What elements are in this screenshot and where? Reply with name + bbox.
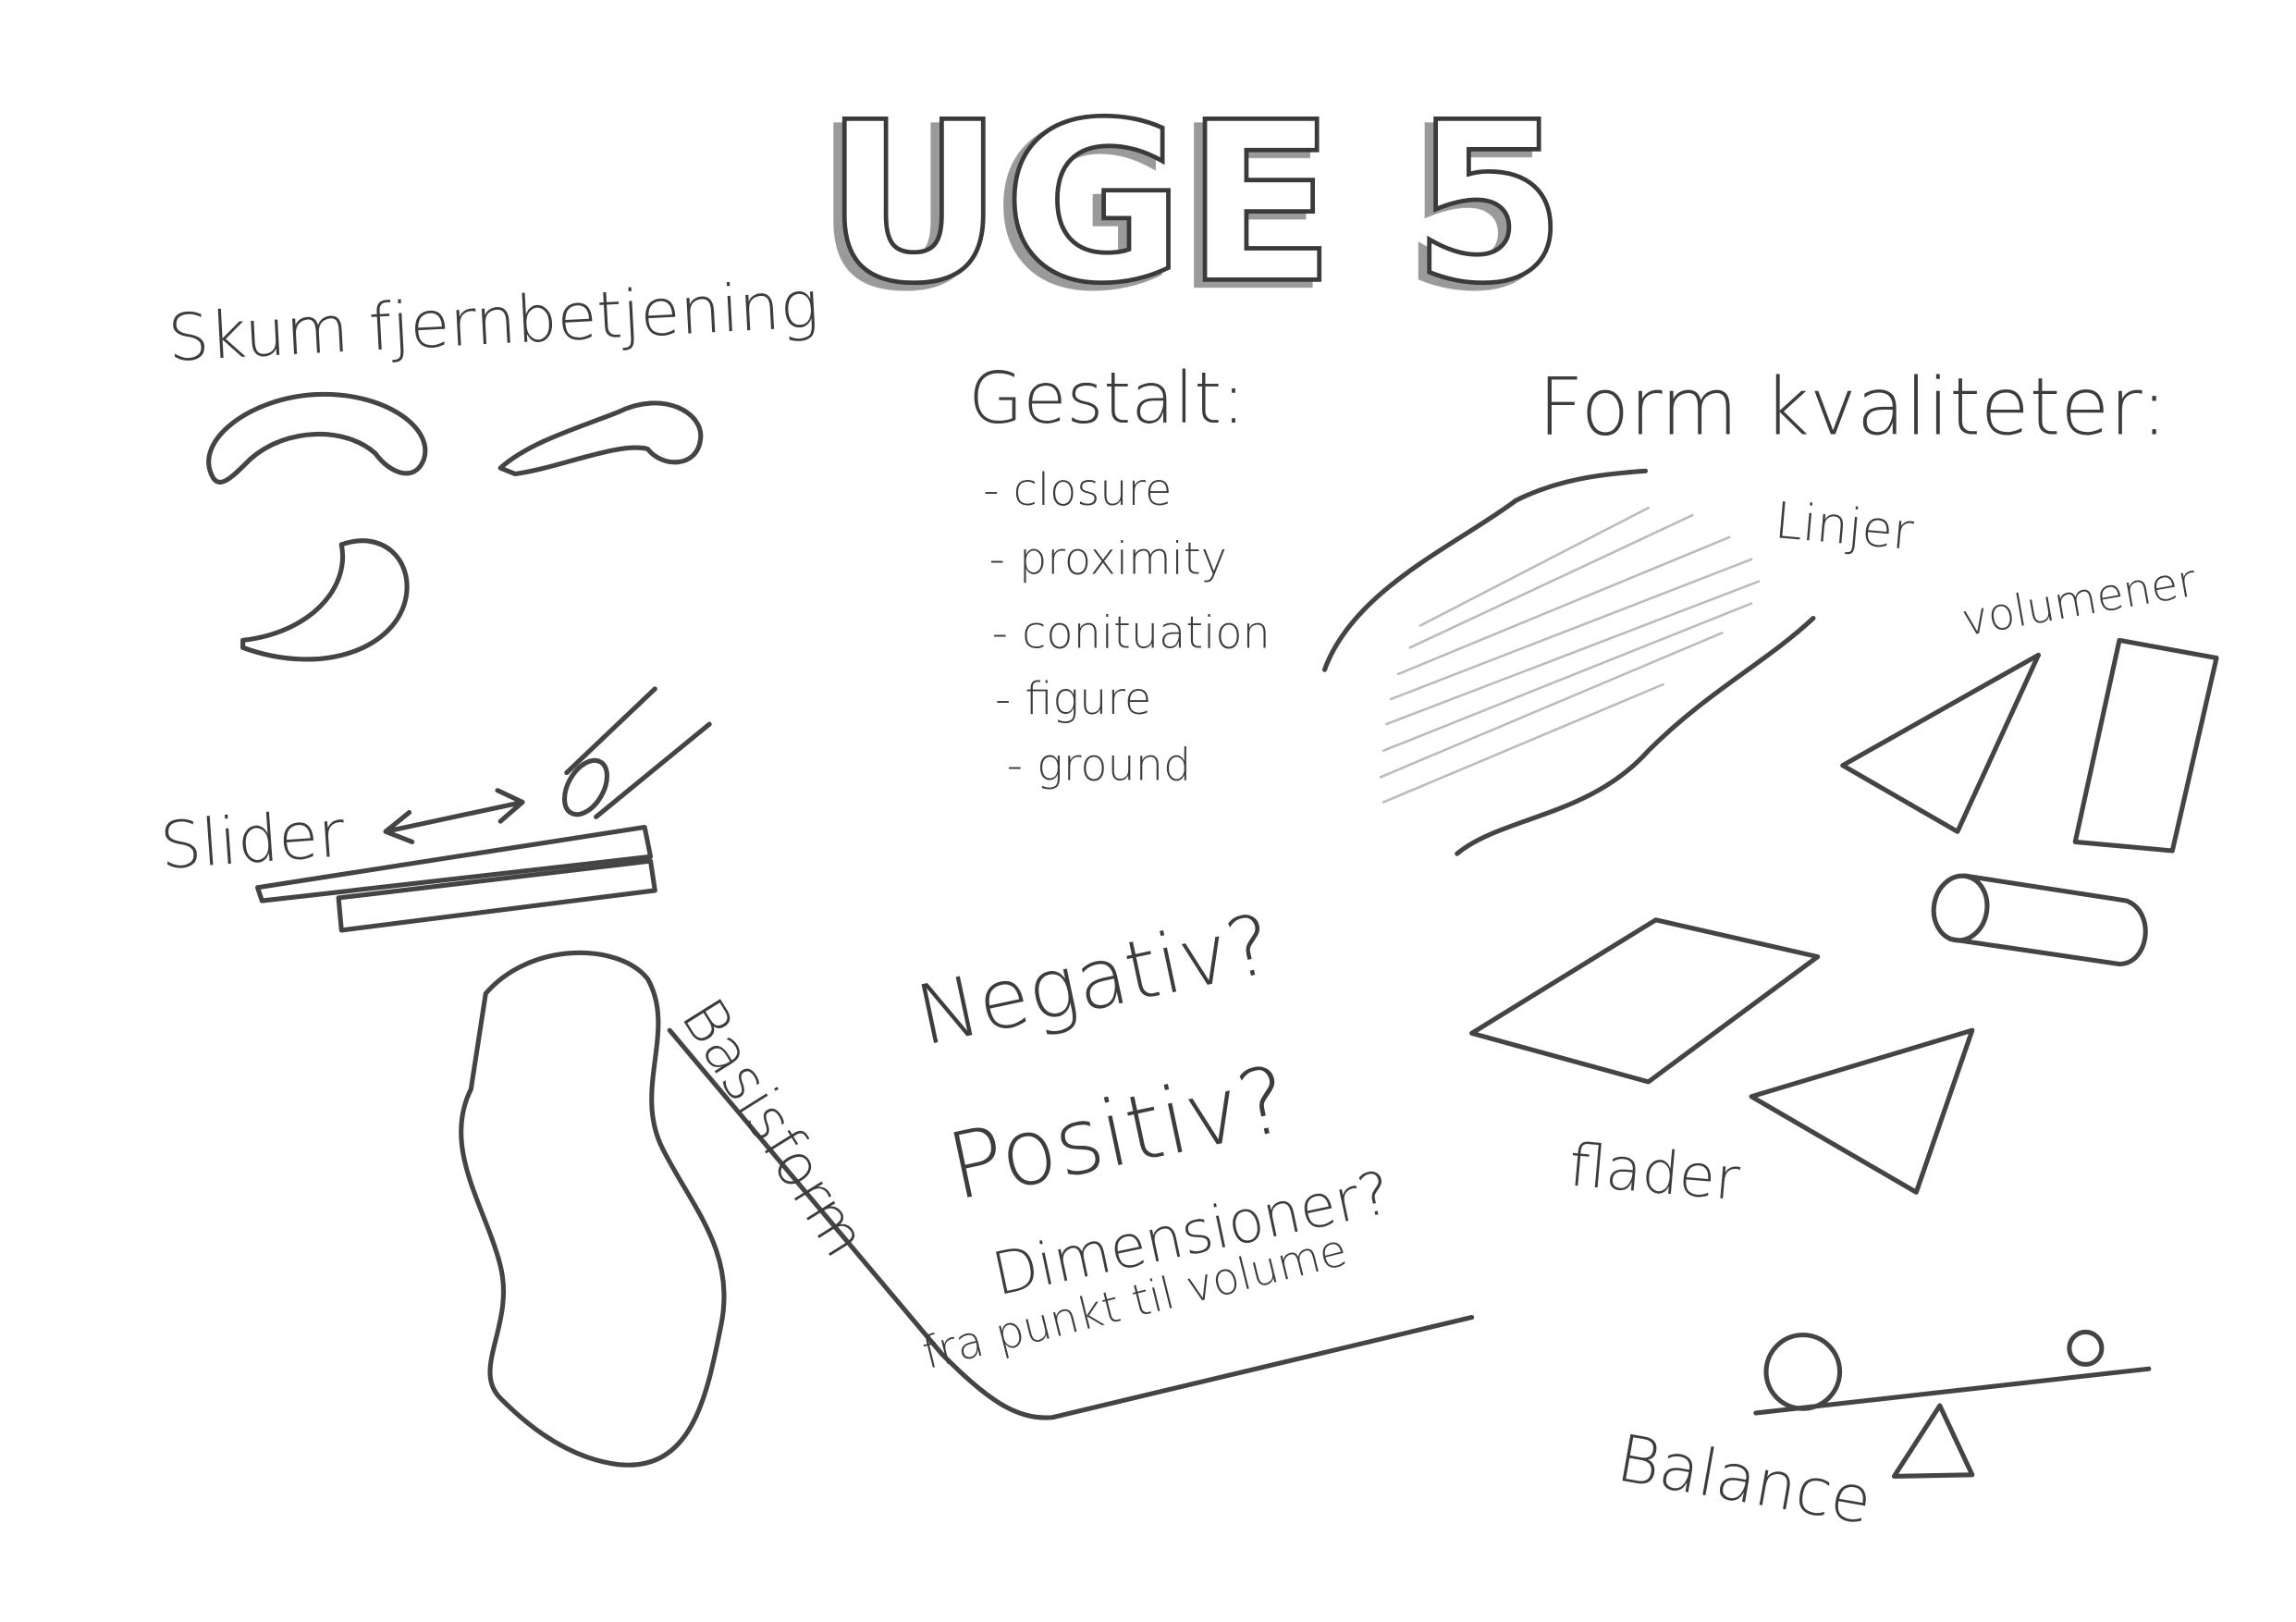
gestalt-item: - closure (983, 465, 1172, 516)
linjer-label: Linjer (1773, 491, 1917, 561)
double-arrow-icon (383, 788, 525, 844)
form-heading: Form kvaliteter: (1538, 362, 2167, 454)
question-negativ: Negativ? (909, 896, 1281, 1065)
gestalt-item: - proximity (989, 535, 1227, 585)
gestalt-item: - figure (995, 674, 1151, 725)
gestalt-item: - conituation (992, 608, 1271, 658)
volume-box (2072, 637, 2219, 854)
gestalt-item: - ground (1007, 741, 1192, 792)
basisform-connector-line (667, 1027, 1475, 1420)
volume-cylinder (1931, 873, 2148, 967)
balance-label: Balance (1612, 1420, 1877, 1540)
slider-bar-top (255, 824, 654, 903)
balance-seesaw (1753, 1329, 2152, 1479)
skum-label: Skum fjernbetjening (166, 266, 821, 376)
finger-tip-icon (561, 757, 609, 817)
basisform-label: Basisform (668, 988, 879, 1270)
volume-triangle (1840, 652, 2041, 834)
slider-bar-bottom (336, 858, 657, 933)
foam-shape-1 (206, 391, 428, 485)
flat-parallelogram (1469, 917, 1821, 1085)
linjer-drawing (1321, 468, 1816, 856)
flat-triangle (1749, 1027, 1975, 1195)
finger-outline (564, 686, 712, 819)
basisform-blob (459, 950, 727, 1468)
title-uge-5: UGE 5 (822, 73, 1568, 335)
title-text: UGE 5 (824, 75, 1565, 332)
slider-label: Slider (158, 795, 348, 884)
foam-shape-2 (497, 400, 704, 477)
flader-label: flader (1566, 1132, 1743, 1215)
volumener-label: volumener (1958, 556, 2200, 647)
gestalt-heading: Gestalt: (968, 358, 1246, 440)
foam-shape-3 (240, 538, 410, 662)
